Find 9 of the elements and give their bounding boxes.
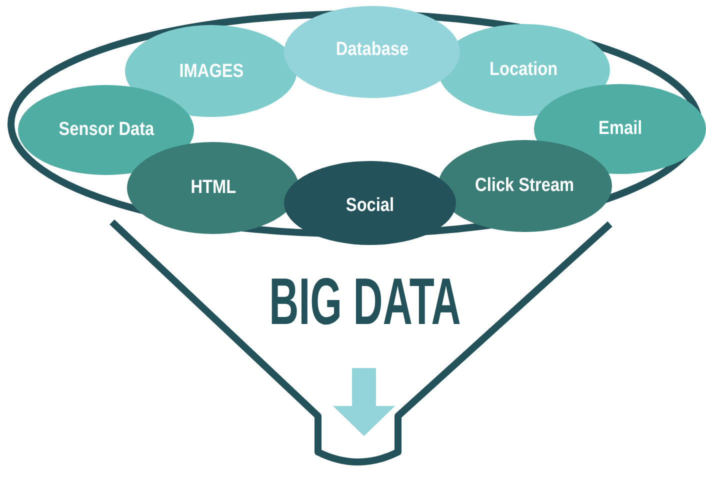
source-label: Database	[336, 39, 408, 61]
funnel-title: BIG DATA	[268, 268, 462, 334]
source-label: Location	[490, 59, 558, 81]
source-label: IMAGES	[178, 61, 244, 83]
source-label: Click Stream	[476, 175, 574, 197]
source-label: HTML	[190, 177, 236, 199]
source-label: Sensor Data	[58, 119, 154, 141]
source-label: Email	[598, 118, 642, 140]
source-label: Social	[346, 195, 394, 217]
